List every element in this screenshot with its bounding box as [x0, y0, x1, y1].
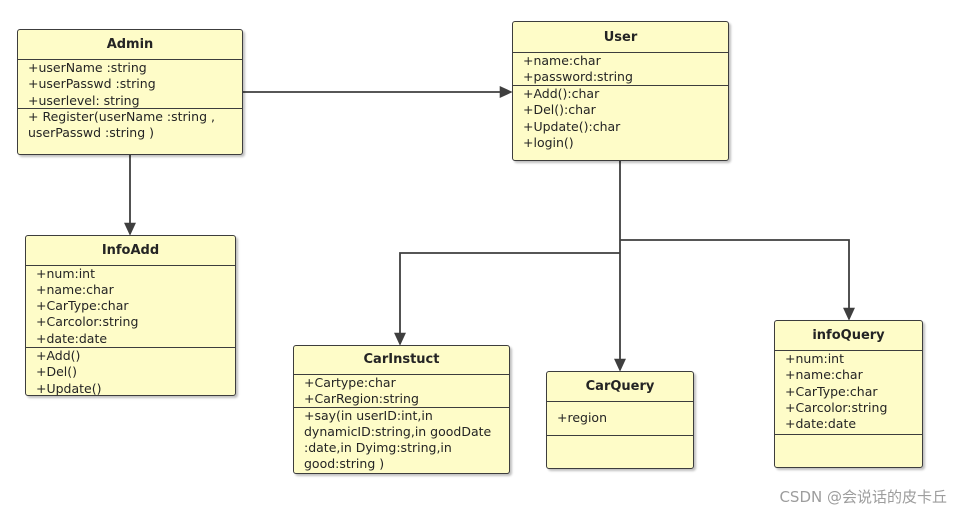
arrowhead-icon	[843, 307, 855, 321]
class-infoquery: infoQuery +num:int +name:char +CarType:c…	[774, 320, 923, 468]
operations-compartment-user: +Add():char +Del():char +Update():char +…	[513, 86, 728, 160]
connector-user-to-infoquery	[620, 239, 855, 321]
arrowhead-icon	[614, 358, 626, 372]
operation-update: +Update()	[36, 380, 102, 395]
class-infoadd: InfoAdd +num:int +name:char +CarType:cha…	[25, 235, 236, 396]
attributes-compartment-admin: +userName :string +userPasswd :string +u…	[18, 60, 242, 109]
attribute-name: +name:char	[36, 281, 114, 297]
attribute-name: +name:char	[523, 53, 601, 68]
operation-login: +login()	[523, 134, 574, 150]
attributes-compartment-carinstuct: +Cartype:char +CarRegion:string	[294, 375, 509, 408]
attribute-date: +date:date	[36, 330, 108, 346]
attribute-password: +password:string	[523, 69, 633, 85]
attribute-carregion: +CarRegion:string	[304, 390, 419, 406]
connector-user-to-carinstuct	[394, 252, 620, 346]
attribute-carcolor: +Carcolor:string	[785, 399, 888, 415]
class-admin: Admin +userName :string +userPasswd :str…	[17, 29, 243, 155]
operation-add: +Add():char	[523, 86, 600, 101]
attribute-cartype: +CarType:char	[785, 383, 878, 399]
arrowhead-icon	[394, 332, 406, 346]
attributes-compartment-infoadd: +num:int +name:char +CarType:char +Carco…	[26, 265, 235, 348]
operation-register: + Register(userName :string , userPasswd…	[28, 109, 215, 141]
connector-line	[620, 239, 850, 309]
attributes-compartment-carquery: +region	[547, 402, 693, 436]
class-name-infoadd: InfoAdd	[26, 236, 235, 266]
attribute-username: +userName :string	[28, 60, 147, 75]
operations-compartment-carquery	[547, 436, 693, 468]
csdn-watermark: CSDN @会说话的皮卡丘	[779, 488, 947, 506]
operation-say: +say(in userID:int,in dynamicID:string,i…	[304, 407, 492, 472]
connector-admin-to-infoadd	[124, 154, 136, 236]
attribute-userpasswd: +userPasswd :string	[28, 76, 156, 92]
attribute-cartype: +CarType:char	[36, 298, 129, 314]
attributes-compartment-infoquery: +num:int +name:char +CarType:char +Carco…	[775, 351, 922, 435]
arrowhead-icon	[124, 222, 136, 236]
connector-line	[399, 252, 620, 334]
attribute-carcolor: +Carcolor:string	[36, 314, 139, 330]
class-carinstuct: CarInstuct +Cartype:char +CarRegion:stri…	[293, 345, 510, 474]
connector-admin-to-user	[242, 86, 513, 98]
operation-del: +Del():char	[523, 102, 596, 118]
operation-update: +Update():char	[523, 118, 621, 134]
class-name-carinstuct: CarInstuct	[294, 346, 509, 375]
class-name-user: User	[513, 22, 728, 53]
attribute-name: +name:char	[785, 367, 863, 383]
class-name-admin: Admin	[18, 30, 242, 60]
operations-compartment-infoquery	[775, 435, 922, 468]
attributes-compartment-user: +name:char +password:string	[513, 53, 728, 86]
attribute-num: +num:int	[36, 265, 96, 281]
attribute-region: +region	[557, 410, 608, 425]
operations-compartment-carinstuct: +say(in userID:int,in dynamicID:string,i…	[294, 408, 509, 474]
connector-user-to-carquery	[614, 160, 626, 372]
class-name-infoquery: infoQuery	[775, 321, 922, 351]
attribute-num: +num:int	[785, 351, 845, 366]
operation-add: +Add()	[36, 348, 81, 363]
class-carquery: CarQuery +region	[546, 371, 694, 469]
attribute-date: +date:date	[785, 416, 857, 432]
operation-del: +Del()	[36, 364, 78, 380]
class-name-carquery: CarQuery	[547, 372, 693, 402]
operations-compartment-admin: + Register(userName :string , userPasswd…	[18, 109, 242, 154]
attribute-cartype: +Cartype:char	[304, 374, 396, 390]
class-user: User +name:char +password:string +Add():…	[512, 21, 729, 161]
attribute-userlevel: +userlevel: string	[28, 92, 140, 108]
arrowhead-icon	[499, 86, 513, 98]
operations-compartment-infoadd: +Add() +Del() +Update()	[26, 348, 235, 395]
